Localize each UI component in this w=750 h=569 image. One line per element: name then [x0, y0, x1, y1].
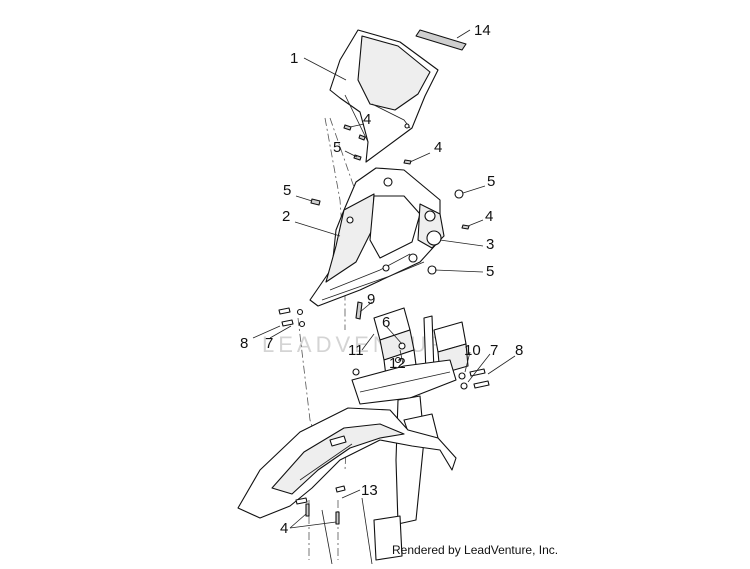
front-fender-part: [237, 407, 457, 519]
callout-2: 2: [282, 208, 290, 225]
fork-assembly-part: [351, 307, 469, 561]
leader-lines: [252, 29, 516, 529]
decal-part: [415, 29, 467, 51]
callout-9: 9: [367, 291, 375, 308]
bolts-left: [278, 307, 306, 328]
windscreen-screws: [343, 124, 412, 165]
callout-4a: 4: [363, 111, 371, 128]
front-wheel-hint: [321, 497, 373, 565]
render-credit: Rendered by LeadVenture, Inc.: [392, 543, 559, 557]
bolts-right: [458, 368, 490, 390]
callout-6: 6: [382, 314, 390, 331]
callout-3: 3: [486, 236, 494, 253]
fender-screws: [305, 503, 340, 525]
fairing-fasteners: [310, 189, 470, 275]
windscreen-part: [329, 29, 439, 163]
callout-1: 1: [290, 50, 298, 67]
fairing-support-part: [309, 167, 445, 307]
callout-11: 11: [348, 342, 364, 359]
callout-8a: 8: [240, 335, 248, 352]
callout-8b: 8: [515, 342, 523, 359]
callout-5c: 5: [487, 173, 495, 190]
callout-5d: 5: [486, 263, 494, 280]
callout-5a: 5: [333, 139, 341, 156]
callout-14: 14: [474, 22, 491, 39]
callout-13: 13: [361, 482, 378, 499]
callout-7b: 7: [490, 342, 498, 359]
callout-7a: 7: [265, 335, 273, 352]
callout-4c: 4: [485, 208, 493, 225]
callout-12: 12: [389, 355, 406, 372]
callout-labels: 1 14 4 5 4 5 5 4 2 3 5 9 6 8 7 11 10 7 8…: [240, 22, 523, 537]
callout-5b: 5: [283, 182, 291, 199]
callout-10: 10: [464, 342, 481, 359]
callout-4b: 4: [434, 139, 442, 156]
callout-4d: 4: [280, 520, 288, 537]
screw-9: [355, 301, 363, 320]
